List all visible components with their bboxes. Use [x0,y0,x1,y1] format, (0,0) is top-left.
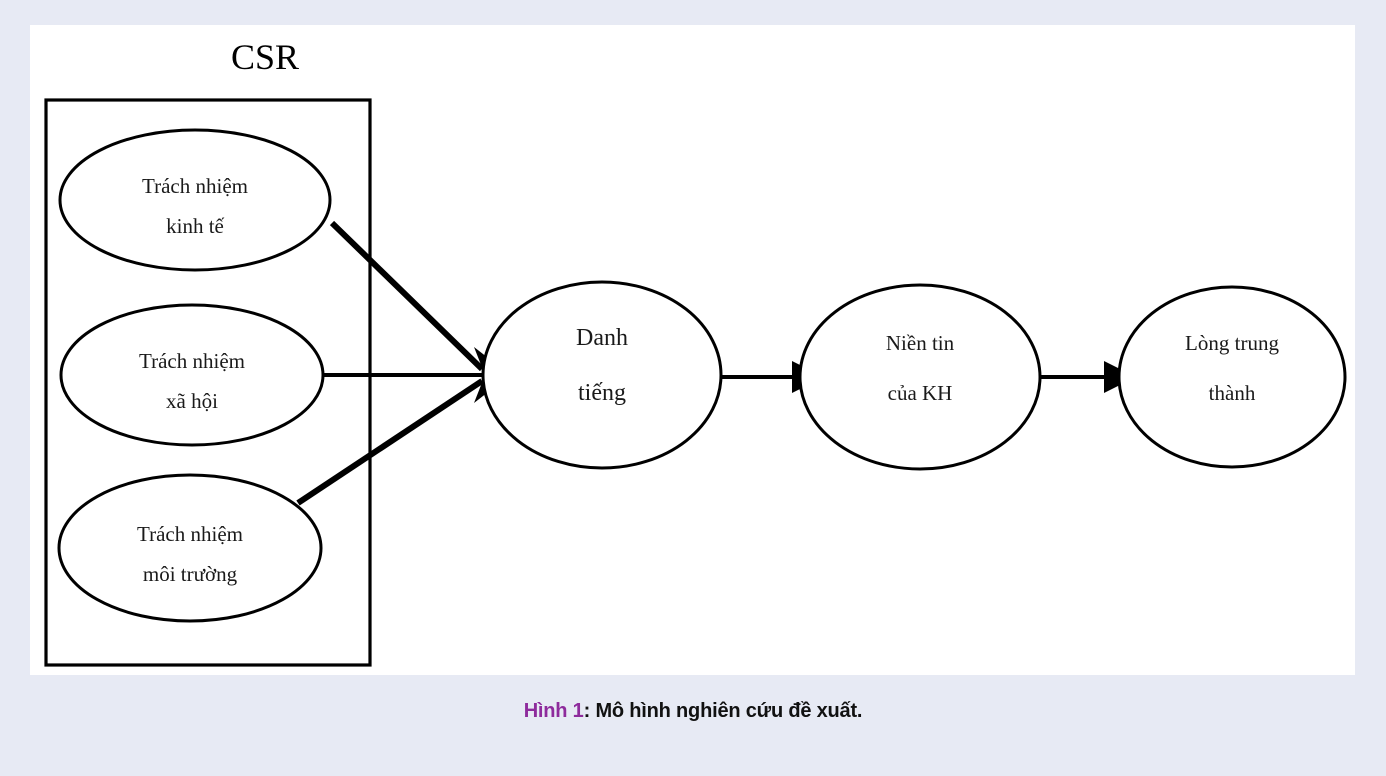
node-label-xa-hoi-line2: xã hội [166,389,218,413]
node-ellipse-danh-tieng [481,280,723,470]
edge-moi-truong-to-danh-tieng [296,378,484,506]
csr-group-title: CSR [231,37,299,77]
node-label-moi-truong-line1: Trách nhiệm [137,522,243,546]
figure-canvas: CSR Trách nhiệm kinh tế [30,25,1355,675]
node-niem-tin-cua-kh[interactable]: Niền tin của KH [798,283,1042,471]
node-label-long-trung-thanh-line1: Lòng trung [1185,331,1279,355]
figure-caption-label: Hình 1 [523,700,584,722]
node-trach-nhiem-moi-truong[interactable]: Trách nhiệm môi trường [57,473,323,623]
node-label-niem-tin-line2: của KH [888,381,953,405]
node-ellipse-moi-truong [57,473,323,623]
node-long-trung-thanh[interactable]: Lòng trung thành [1117,285,1347,469]
node-ellipse-xa-hoi [59,303,325,447]
node-trach-nhiem-xa-hoi[interactable]: Trách nhiệm xã hội [59,303,325,447]
node-danh-tieng[interactable]: Danh tiếng [481,280,723,470]
node-label-xa-hoi-line1: Trách nhiệm [139,349,245,373]
model-diagram: CSR Trách nhiệm kinh tế [44,37,1347,667]
node-label-moi-truong-line2: môi trường [143,562,238,586]
node-label-danh-tieng-line1: Danh [576,325,628,351]
csr-group-box [44,98,372,667]
node-ellipse-long-trung-thanh [1117,285,1347,469]
node-ellipse-kinh-te [58,128,332,272]
node-label-niem-tin-line1: Niền tin [886,331,955,355]
node-label-kinh-te-line2: kinh tế [166,214,224,238]
node-label-kinh-te-line1: Trách nhiệm [142,174,248,198]
node-trach-nhiem-kinh-te[interactable]: Trách nhiệm kinh tế [58,128,332,272]
figure-caption-text: Mô hình nghiên cứu đề xuất. [595,700,863,722]
node-ellipse-niem-tin [798,283,1042,471]
node-label-long-trung-thanh-line2: thành [1209,381,1256,405]
node-label-danh-tieng-line2: tiếng [578,380,626,406]
edge-kinh-te-to-danh-tieng [329,220,485,372]
figure-caption-separator: : [583,700,596,722]
figure-caption: Hình 1: Mô hình nghiên cứu đề xuất. [0,700,1386,723]
